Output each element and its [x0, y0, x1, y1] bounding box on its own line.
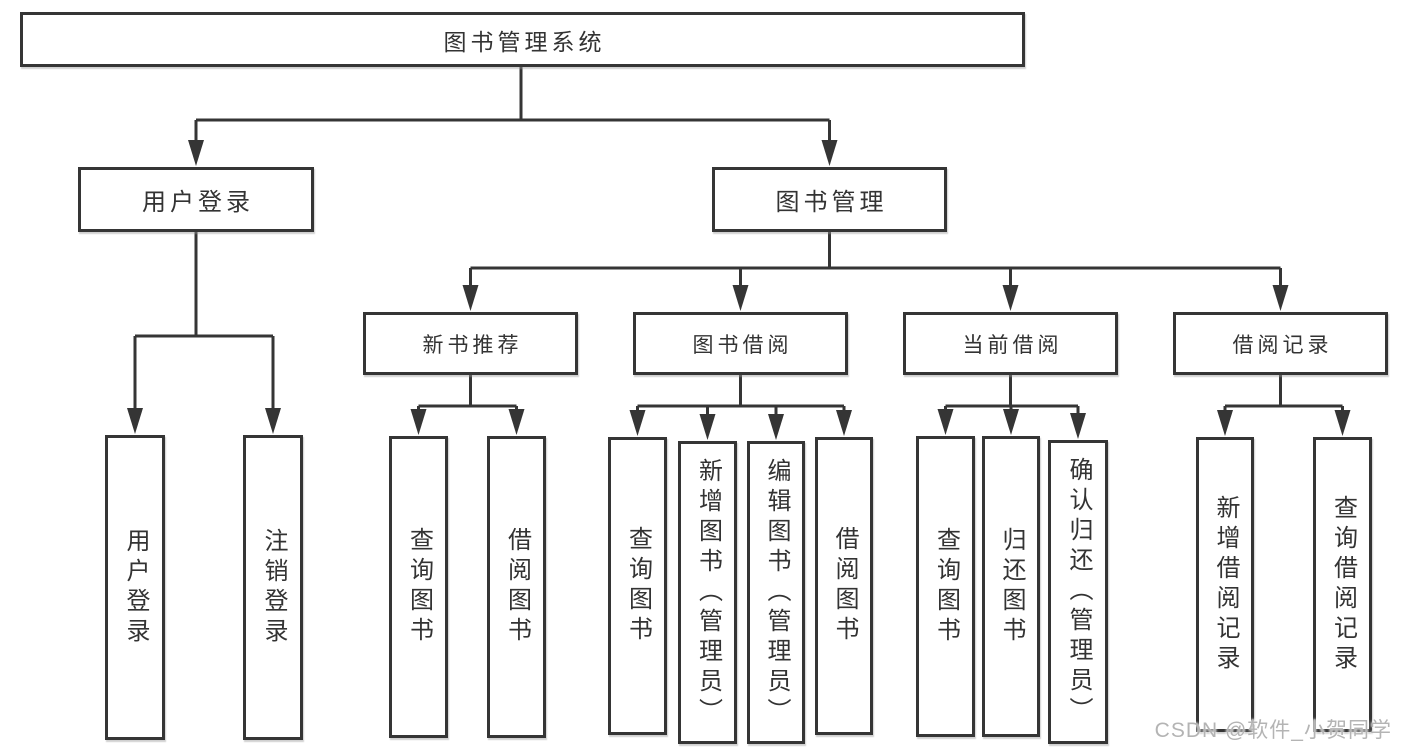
- leaf-query-books-1-label: 查询图书: [405, 527, 433, 647]
- leaf-query-books-2-label: 查询图书: [624, 526, 652, 646]
- leaf-confirm-return-admin: 确认归还（管理员）: [1048, 440, 1108, 744]
- arrowhead: [629, 410, 646, 436]
- arrowhead: [127, 408, 143, 434]
- arrowhead: [1002, 285, 1019, 311]
- leaf-borrow-books-1-label: 借阅图书: [503, 527, 531, 647]
- node-new-book-recommend-label: 新书推荐: [422, 333, 523, 357]
- node-user-login: 用户登录: [78, 167, 314, 232]
- node-user-login-label: 用户登录: [142, 189, 254, 216]
- leaf-add-book-admin-label: 新增图书（管理员）: [694, 457, 722, 728]
- arrowhead: [937, 409, 954, 435]
- node-new-book-recommend: 新书推荐: [363, 312, 578, 375]
- connector-root-to-level2: [194, 67, 831, 150]
- node-book-management: 图书管理: [712, 167, 947, 232]
- leaf-add-borrow-record-label: 新增借阅记录: [1212, 494, 1239, 675]
- arrowhead: [188, 140, 204, 166]
- arrowhead: [265, 408, 281, 434]
- leaf-logout-label: 注销登录: [260, 527, 287, 648]
- arrowhead: [410, 409, 427, 435]
- connector-borrow-records-to-leaves: [1223, 375, 1344, 426]
- leaf-edit-book-admin-label: 编辑图书（管理员）: [763, 457, 790, 728]
- arrowhead: [699, 414, 716, 440]
- arrowhead: [1334, 410, 1351, 436]
- node-book-management-label: 图书管理: [775, 189, 888, 216]
- leaf-edit-book-admin: 编辑图书（管理员）: [747, 441, 805, 744]
- arrowhead: [508, 409, 525, 435]
- leaf-query-books-2: 查询图书: [608, 437, 667, 735]
- leaf-borrow-books-2: 借阅图书: [815, 437, 873, 735]
- connector-book-management-to-level3: [469, 232, 1282, 298]
- arrowhead: [1003, 409, 1019, 435]
- leaf-return-book-label: 归还图书: [998, 526, 1025, 647]
- node-borrow-records-label: 借阅记录: [1232, 333, 1333, 357]
- leaf-query-books-3-label: 查询图书: [932, 526, 960, 647]
- leaf-return-book: 归还图书: [982, 436, 1040, 737]
- leaf-borrow-books-1: 借阅图书: [487, 436, 546, 738]
- leaf-add-book-admin: 新增图书（管理员）: [678, 441, 737, 744]
- leaf-query-books-3: 查询图书: [916, 436, 975, 737]
- csdn-watermark: CSDN @软件_小贺同学: [1154, 719, 1392, 742]
- arrowhead: [836, 410, 852, 436]
- leaf-query-borrow-record: 查询借阅记录: [1313, 437, 1372, 732]
- arrowhead: [732, 285, 749, 311]
- node-borrow-records: 借阅记录: [1173, 312, 1388, 375]
- connector-user-login-to-leaves: [133, 232, 275, 420]
- leaf-confirm-return-admin-label: 确认归还（管理员）: [1065, 457, 1092, 727]
- leaf-user-login: 用户登录: [105, 435, 165, 740]
- arrowhead: [1070, 413, 1086, 439]
- arrowhead: [821, 140, 838, 166]
- arrowhead: [1217, 410, 1233, 436]
- arrowhead: [768, 414, 784, 440]
- node-current-borrow-label: 当前借阅: [962, 333, 1063, 357]
- node-root: 图书管理系统: [20, 12, 1025, 67]
- leaf-query-borrow-record-label: 查询借阅记录: [1329, 494, 1357, 675]
- arrowheads: [127, 140, 1351, 440]
- leaf-query-books-1: 查询图书: [389, 436, 448, 738]
- node-book-borrow-label: 图书借阅: [692, 333, 793, 357]
- arrowhead: [1272, 285, 1289, 311]
- node-current-borrow: 当前借阅: [903, 312, 1118, 375]
- leaf-user-login-label: 用户登录: [122, 527, 149, 648]
- connector-new-book-recommend-to-leaves: [417, 375, 518, 425]
- leaf-add-borrow-record: 新增借阅记录: [1196, 437, 1254, 732]
- leaf-logout: 注销登录: [243, 435, 303, 740]
- arrowhead: [462, 285, 479, 311]
- leaf-borrow-books-2-label: 借阅图书: [831, 526, 858, 646]
- node-root-label: 图书管理系统: [443, 28, 606, 55]
- node-book-borrow: 图书借阅: [633, 312, 848, 375]
- connector-book-borrow-to-leaves: [636, 375, 846, 430]
